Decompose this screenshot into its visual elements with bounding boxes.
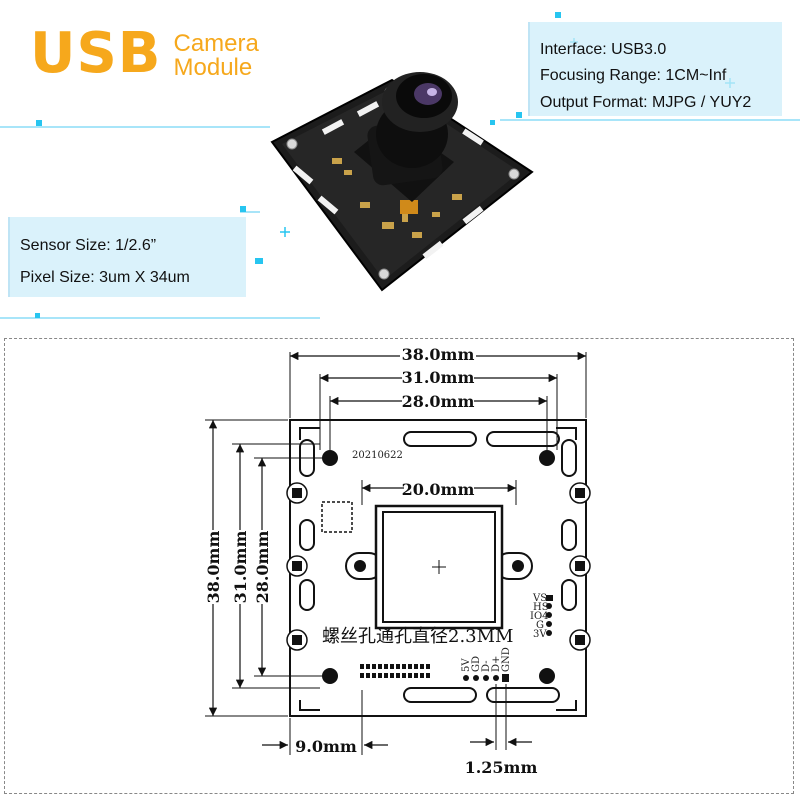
dim-lens: 20.0mm [402, 480, 475, 499]
lens-holder-outline [345, 504, 533, 630]
pin-label-g: G [536, 620, 544, 631]
spec-sensor-size: Sensor Size: 1/2.6” [20, 237, 157, 254]
pin-label-hs: HS [533, 602, 549, 613]
right-pin-pads [546, 595, 553, 636]
bottom-pin-pads [463, 674, 509, 682]
dim-top-inner: 28.0mm [402, 392, 475, 411]
brand-subtitle-line2: Module [173, 54, 253, 81]
spec-box-right [528, 22, 782, 116]
spec-pixel-size: Pixel Size: 3um X 34um [20, 269, 190, 286]
lens-barrel [376, 72, 458, 168]
pin-label-3v: 3V [533, 629, 547, 640]
dim-top-overall: 38.0mm [402, 345, 475, 364]
spec-interface: Interface: USB3.0 [540, 41, 667, 58]
bottom-pin-labels: 5V GD D- D+ GND [461, 647, 512, 672]
screw-hole-note: 螺丝孔通孔直径2.3MM [322, 626, 514, 647]
dim-top-holes: 31.0mm [402, 368, 475, 387]
sensor-marker [321, 501, 353, 533]
pin-label-gnd: GND [501, 647, 512, 672]
spec-focusing-range: Focusing Range: 1CM~Inf [540, 67, 727, 84]
pin-label-vs: VS [532, 593, 547, 604]
dimension-drawing-frame [4, 338, 794, 794]
board-slots [299, 427, 577, 711]
pin-label-5v: 5V [461, 658, 472, 672]
connector-pads [360, 664, 430, 678]
dim-left-overall: 38.0mm [204, 531, 223, 604]
pin-label-dminus: D- [481, 660, 492, 672]
camera-module-photo [262, 62, 552, 302]
date-code: 20210622 [352, 450, 403, 461]
brand-logo: USB Camera Module [30, 21, 259, 86]
pin-label-dplus: D+ [491, 656, 502, 672]
brand-subtitle: Camera Module [174, 32, 259, 80]
dim-bottom-connector: 9.0mm [295, 737, 357, 756]
dim-bottom-pitch: 1.25mm [465, 758, 538, 777]
right-pin-labels: VS HS IO4 G 3V [530, 593, 549, 640]
pin-label-io4: IO4 [530, 611, 549, 622]
brand-subtitle-line1: Camera [173, 30, 259, 57]
decorative-tech-lines [0, 12, 800, 319]
brand-usb-text: USB [30, 21, 162, 86]
dim-left-holes: 31.0mm [231, 531, 250, 604]
pin-label-gd: GD [471, 656, 482, 672]
dim-left-inner: 28.0mm [253, 531, 272, 604]
spec-output-format: Output Format: MJPG / YUY2 [540, 94, 752, 111]
spec-box-left [8, 217, 246, 297]
